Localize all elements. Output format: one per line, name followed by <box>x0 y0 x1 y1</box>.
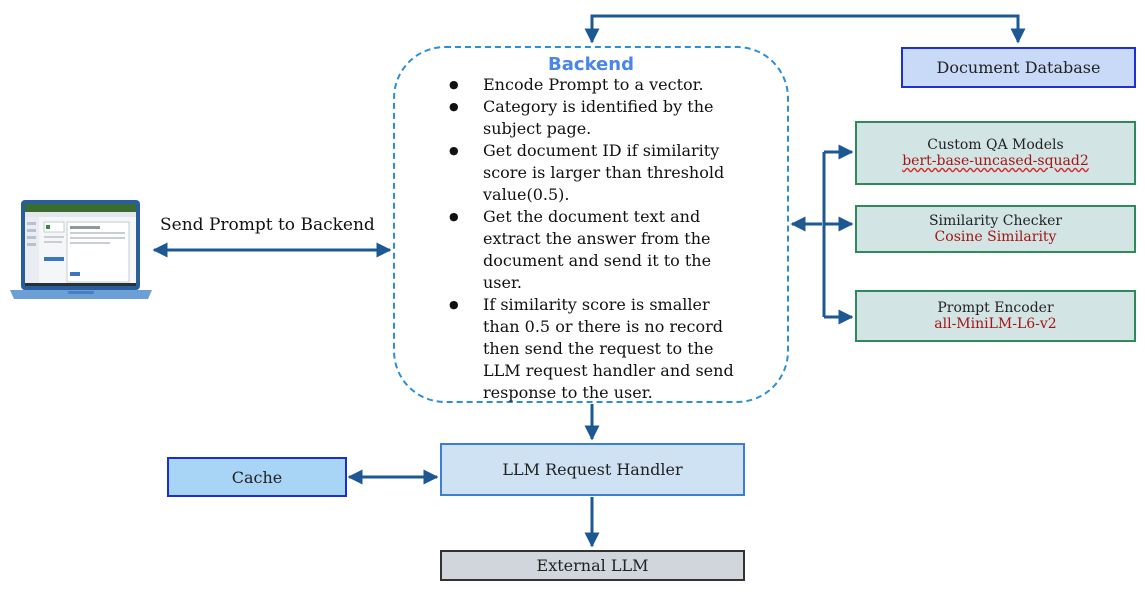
similarity-checker-title: Similarity Checker <box>928 213 1063 229</box>
llm-request-handler-label: LLM Request Handler <box>502 460 683 479</box>
prompt-encoder-title: Prompt Encoder <box>937 300 1054 316</box>
document-database-label: Document Database <box>936 58 1101 77</box>
llm-request-handler-node: LLM Request Handler <box>440 443 745 496</box>
custom-qa-models-title: Custom QA Models <box>927 137 1064 153</box>
backend-step: Category is identified by the subject pa… <box>449 96 749 140</box>
document-database-node: Document Database <box>901 47 1136 88</box>
backend-step: Encode Prompt to a vector. <box>449 74 749 96</box>
backend-step: Get the document text and extract the an… <box>449 206 749 294</box>
laptop-icon <box>10 200 152 299</box>
backend-step: Get document ID if similarity score is l… <box>449 140 749 206</box>
backend-step: If similarity score is smaller than 0.5 … <box>449 294 749 404</box>
backend-group: Backend Encode Prompt to a vector. Categ… <box>393 46 789 403</box>
backend-title: Backend <box>548 54 634 75</box>
backend-docdb-connector <box>584 14 1026 44</box>
cache-node: Cache <box>167 457 347 497</box>
similarity-checker-node: Similarity Checker Cosine Similarity <box>855 205 1136 253</box>
external-llm-node: External LLM <box>440 550 745 581</box>
custom-qa-models-value: bert-base-uncased-squad2 <box>902 153 1089 169</box>
cache-label: Cache <box>231 467 283 487</box>
backend-steps-list: Encode Prompt to a vector. Category is i… <box>449 74 749 404</box>
external-llm-label: External LLM <box>536 556 649 575</box>
prompt-encoder-node: Prompt Encoder all-MiniLM-L6-v2 <box>855 290 1136 342</box>
send-prompt-label: Send Prompt to Backend <box>160 215 375 235</box>
similarity-checker-value: Cosine Similarity <box>934 229 1057 245</box>
prompt-encoder-value: all-MiniLM-L6-v2 <box>934 316 1057 332</box>
custom-qa-models-node: Custom QA Models bert-base-uncased-squad… <box>855 121 1136 185</box>
